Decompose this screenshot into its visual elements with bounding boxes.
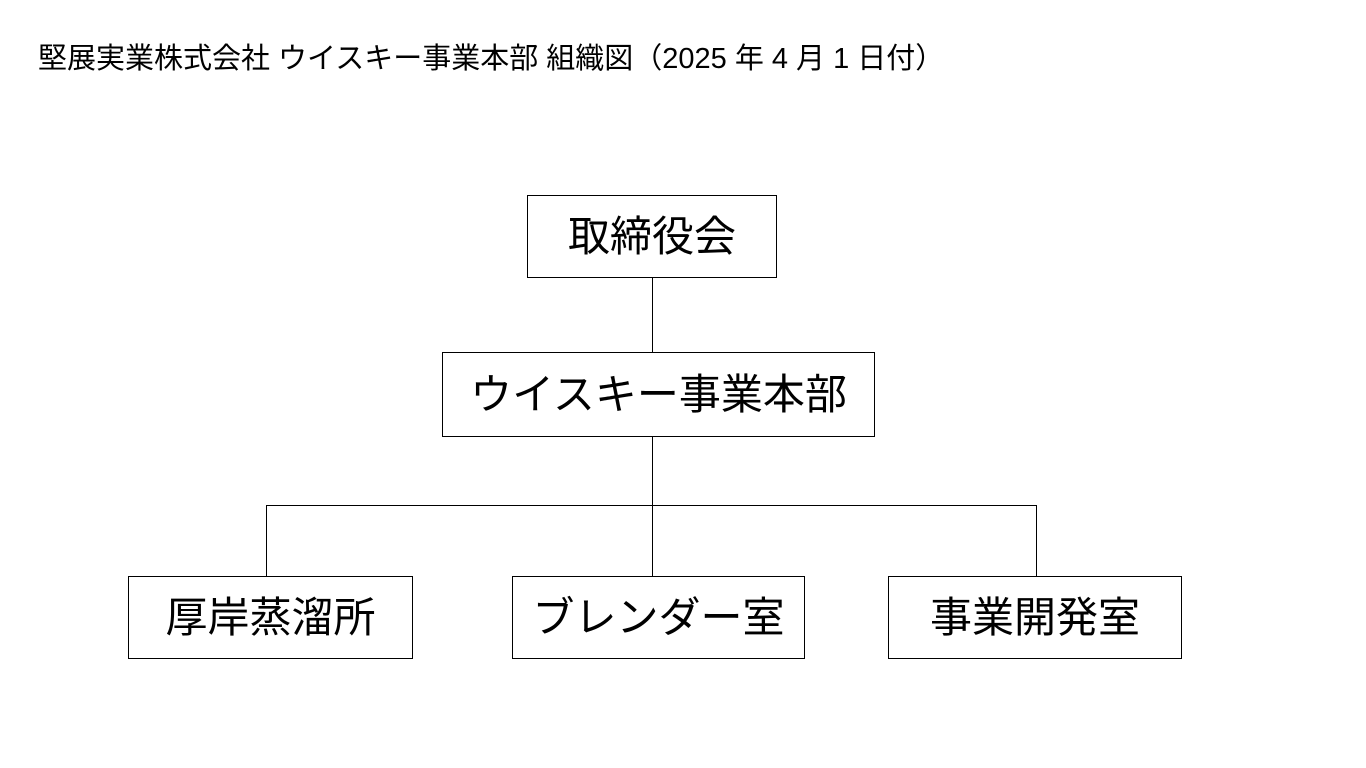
connector-horizontal-bus [266,505,1036,506]
chart-title: 堅展実業株式会社 ウイスキー事業本部 組織図（2025 年 4 月 1 日付） [38,43,945,75]
connector-root-to-division [652,278,653,352]
org-node-blender-room: ブレンダー室 [512,576,805,659]
org-node-label: 取締役会 [567,212,736,260]
org-node-business-development: 事業開発室 [888,576,1182,659]
connector-drop-akkeshi [266,505,267,576]
connector-drop-blender [652,505,653,576]
org-node-label: ウイスキー事業本部 [470,370,847,418]
org-node-label: 事業開発室 [929,593,1140,641]
connector-division-to-bus [652,437,653,505]
org-node-label: ブレンダー室 [532,593,785,641]
connector-drop-bizdev [1036,505,1037,576]
org-node-board-of-directors: 取締役会 [527,195,777,278]
org-node-label: 厚岸蒸溜所 [165,593,376,641]
org-node-whisky-division: ウイスキー事業本部 [442,352,875,437]
org-node-akkeshi-distillery: 厚岸蒸溜所 [128,576,413,659]
